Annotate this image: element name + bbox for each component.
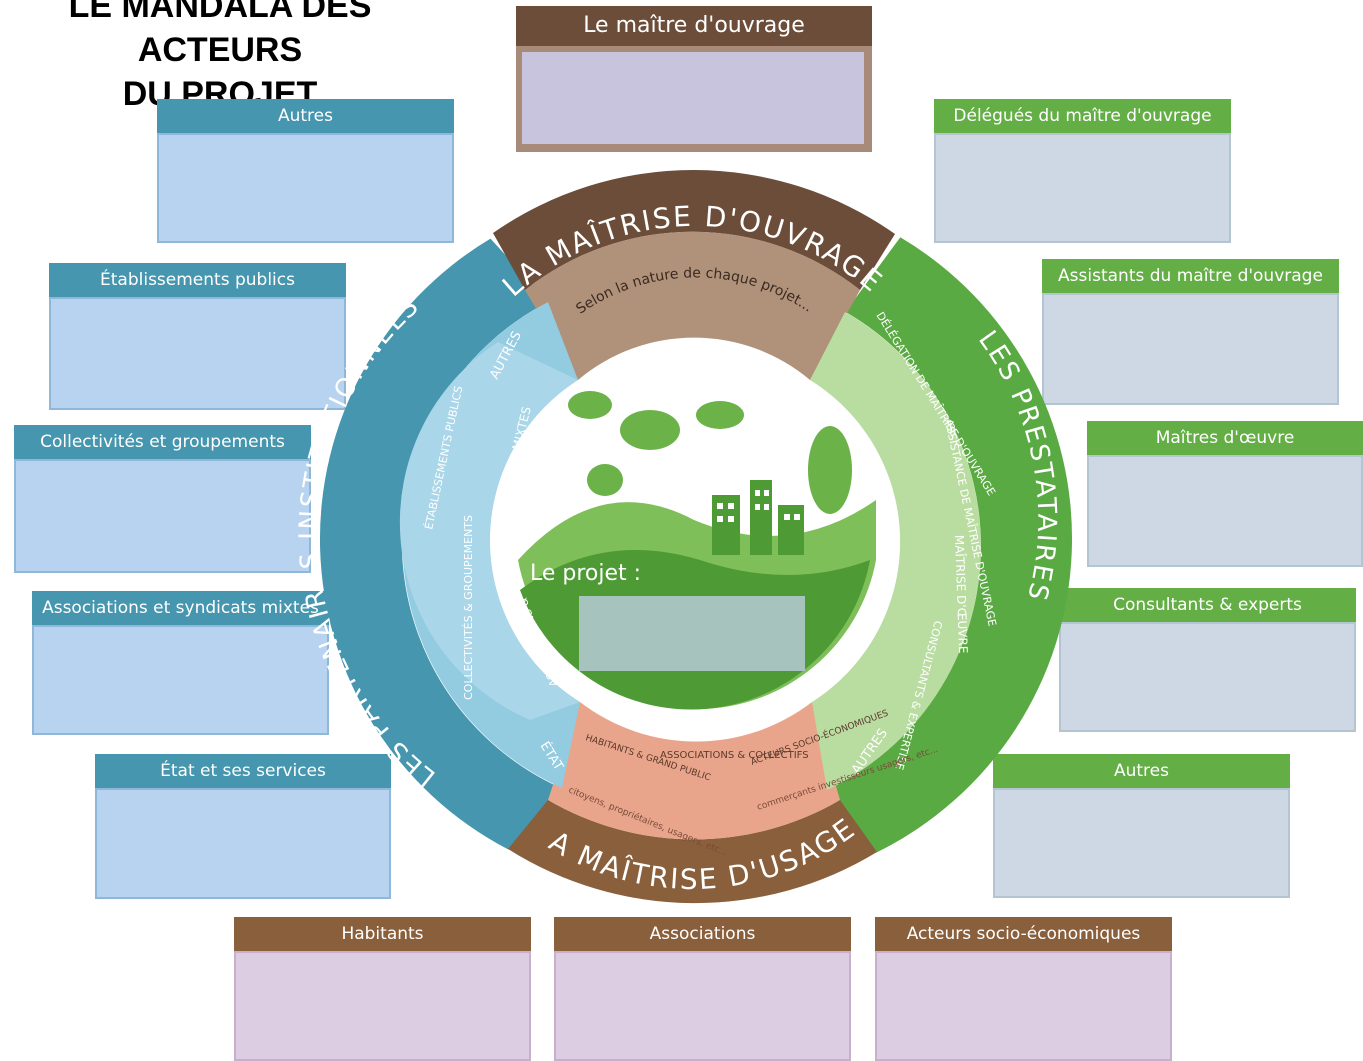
hill-front — [520, 550, 870, 710]
box-input-area[interactable] — [157, 133, 454, 243]
label-maitrise-ouvrage: LA MAÎTRISE D'OUVRAGE — [496, 200, 890, 303]
box-input-area[interactable] — [95, 788, 391, 899]
box-header: Établissements publics — [49, 263, 346, 297]
center-label: Le projet : — [530, 561, 641, 586]
box-header: Consultants & experts — [1059, 588, 1356, 622]
box-maitres-oeuvre: Maîtres d'œuvre — [1087, 421, 1363, 567]
box-habitants: Habitants — [234, 917, 531, 1061]
center-circle — [512, 348, 876, 712]
segment-habitants: HABITANTS & GRAND PUBLIC — [584, 733, 712, 783]
box-collectivites: Collectivités et groupements — [14, 425, 311, 573]
box-input-area[interactable] — [554, 951, 851, 1061]
box-input-area[interactable] — [1042, 293, 1339, 405]
box-input-area[interactable] — [522, 52, 864, 144]
segment-delegation: DÉLÉGATION DE MAÎTRISE D'OUVRAGE — [873, 310, 997, 498]
box-input-area[interactable] — [49, 297, 346, 410]
label-selon-nature: Selon la nature de chaque projet... — [573, 265, 815, 317]
segment-maitrise-oeuvre: MAÎTRISE D'ŒUVRE — [952, 535, 971, 654]
segment-autres-right: AUTRES — [849, 726, 891, 777]
inner-maitrise-ouvrage — [525, 231, 860, 380]
trees-icon — [568, 391, 852, 514]
segment-associations-bottom: ASSOCIATIONS & COLLECTIFS — [660, 750, 809, 761]
box-assistants: Assistants du maître d'ouvrage — [1042, 259, 1339, 405]
box-body — [516, 46, 872, 152]
city-icon — [712, 480, 804, 555]
segment-acteurs: ACTEURS SOCIO-ÉCONOMIQUES — [749, 707, 890, 768]
box-autres-left: Autres — [157, 99, 454, 243]
box-input-area[interactable] — [32, 625, 329, 735]
box-input-area[interactable] — [234, 951, 531, 1061]
box-header: Assistants du maître d'ouvrage — [1042, 259, 1339, 293]
box-input-area[interactable] — [934, 133, 1231, 243]
box-input-area[interactable] — [875, 951, 1172, 1061]
box-header: Acteurs socio-économiques — [875, 917, 1172, 951]
inner-partenaires-mid — [399, 342, 580, 720]
box-header: Autres — [157, 99, 454, 133]
box-acteurs-socio: Acteurs socio-économiques — [875, 917, 1172, 1061]
segment-etat: ÉTAT — [537, 739, 567, 774]
ring-maitrise-usage — [508, 800, 877, 904]
segment-acteurs-sub: commerçants investisseurs usagers, etc..… — [756, 745, 940, 813]
inner-maitrise-usage — [548, 702, 840, 840]
box-input-area[interactable] — [993, 788, 1290, 898]
box-header: Associations et syndicats mixtes — [32, 591, 329, 625]
ring-maitrise-ouvrage — [493, 170, 895, 290]
segment-consultants: CONSULTANTS & EXPERTISE — [892, 619, 944, 771]
box-header: Maîtres d'œuvre — [1087, 421, 1363, 455]
hill-back — [518, 500, 876, 710]
box-associations-syndicats: Associations et syndicats mixtes — [32, 591, 329, 735]
segment-habitants-sub: citoyens, propriétaires, usagers, etc... — [567, 785, 729, 859]
segment-syndicats: SYNDICATS MIXTES — [492, 405, 534, 521]
box-header: Délégués du maître d'ouvrage — [934, 99, 1231, 133]
box-consultants: Consultants & experts — [1059, 588, 1356, 732]
box-maitre-ouvrage: Le maître d'ouvrage — [516, 6, 872, 152]
title-line-1: LE MANDALA DES ACTEURS — [68, 0, 372, 69]
segment-collectivites: COLLECTIVITÉS & GROUPEMENTS — [462, 515, 475, 700]
box-input-area[interactable] — [1087, 455, 1363, 567]
box-etat: État et ses services — [95, 754, 391, 899]
box-input-area[interactable] — [14, 459, 311, 573]
box-header: Collectivités et groupements — [14, 425, 311, 459]
box-delegues: Délégués du maître d'ouvrage — [934, 99, 1231, 243]
box-header: Associations — [554, 917, 851, 951]
segment-associations: ASSOCIATIONS & — [516, 596, 560, 689]
box-header: État et ses services — [95, 754, 391, 788]
segment-etablissements: ÉTABLISSEMENTS PUBLICS — [422, 385, 465, 531]
box-autres-right: Autres — [993, 754, 1290, 898]
box-header: Habitants — [234, 917, 531, 951]
inner-partenaires-outer — [402, 302, 580, 788]
box-etablissements-publics: Établissements publics — [49, 263, 346, 410]
box-header: Le maître d'ouvrage — [516, 6, 872, 46]
segment-autres-left: AUTRES — [487, 329, 525, 382]
box-associations-bottom: Associations — [554, 917, 851, 1061]
box-input-area[interactable] — [1059, 622, 1356, 732]
inner-prestataires — [810, 312, 981, 790]
box-header: Autres — [993, 754, 1290, 788]
segment-assistance: ASSISTANCE DE MAÎTRISE D'OUVRAGE — [942, 418, 999, 628]
center-input — [579, 596, 805, 671]
